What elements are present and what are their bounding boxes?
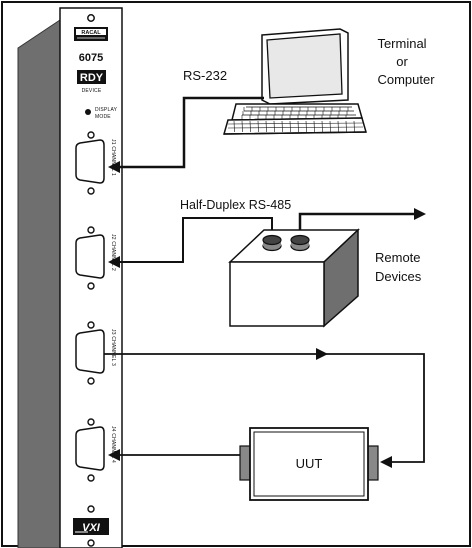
keyboard-row-line	[227, 122, 364, 125]
connector-screw-top	[87, 131, 95, 139]
keyboard-key-divider	[257, 120, 259, 133]
keyboard-key-divider	[297, 120, 299, 133]
keyboard-key-divider	[265, 120, 267, 133]
channel-connector-1[interactable]: J1 CHANNEL 1	[75, 131, 116, 195]
keyboard-key-divider	[337, 120, 339, 133]
channel-label: J2 CHANNEL 2	[110, 234, 116, 271]
ready-badge	[77, 70, 106, 84]
vxi-logo-text: VXI	[82, 522, 101, 534]
connector-screw-top	[87, 321, 95, 329]
db9-connector-body	[75, 234, 105, 279]
db9-connector-body	[75, 329, 105, 374]
channel-label: J1 CHANNEL 1	[110, 139, 116, 176]
keyboard-key-divider	[241, 120, 243, 133]
display-mode-label-1: DISPLAY	[95, 107, 118, 113]
bottom-screw-lower	[87, 539, 95, 547]
db9-connector-body	[75, 426, 105, 471]
channel-connector-4[interactable]: J4 CHANNEL 4	[75, 418, 116, 482]
keyboard-key-divider	[273, 120, 275, 133]
remote-device-box	[228, 228, 360, 328]
keyboard-key-divider	[329, 120, 331, 133]
channel-connector-2[interactable]: J2 CHANNEL 2	[75, 226, 116, 290]
model-number: 6075	[79, 52, 103, 64]
keyboard-key-divider	[313, 120, 315, 133]
top-screw	[87, 14, 95, 22]
connector-screw-bottom	[87, 282, 95, 290]
connector-screw-bottom	[87, 377, 95, 385]
keyboard-key-divider	[305, 120, 307, 133]
connector-screw-bottom	[87, 474, 95, 482]
uut-to-channel4-connection	[108, 449, 240, 461]
db9-connector-body	[75, 139, 105, 184]
display-mode-button[interactable]	[85, 109, 91, 115]
connector-screw-bottom	[87, 187, 95, 195]
uut-box	[239, 427, 379, 501]
keyboard-key-divider	[233, 120, 235, 133]
keyboard-row-line	[227, 126, 364, 129]
display-mode-label-2: MODE	[95, 114, 111, 120]
racal-logo: RACAL	[74, 27, 108, 41]
terminal-label-line1: Terminal	[377, 36, 426, 51]
keyboard-key-divider	[281, 120, 283, 133]
channel-connector-3[interactable]: J3 CHANNEL 3	[75, 321, 116, 385]
vxi-logo: VXI	[73, 518, 109, 535]
terminal-label-line2: or	[396, 54, 408, 69]
channel-label: J3 CHANNEL 3	[110, 329, 116, 366]
remote-label-line1: Remote	[375, 250, 421, 265]
terminal-label-line3: Computer	[377, 72, 435, 87]
module-side-panel	[17, 19, 61, 548]
ready-sub-text: DEVICE	[82, 88, 102, 94]
keyboard-key-divider	[249, 120, 251, 133]
ready-badge-text: RDY	[80, 72, 104, 84]
channel3-to-uut-connection	[104, 348, 425, 468]
connector-screw-top	[87, 418, 95, 426]
rs232-connection	[108, 96, 264, 173]
rs232-label: RS-232	[183, 68, 227, 83]
bottom-screw-upper	[87, 505, 95, 513]
computer-illustration	[223, 28, 367, 135]
rs485-label: Half-Duplex RS-485	[180, 198, 291, 212]
remote-label-line2: Devices	[375, 269, 422, 284]
brand-text: RACAL	[81, 30, 101, 36]
keyboard-key-divider	[321, 120, 323, 133]
channel-label: J4 CHANNEL 4	[110, 426, 116, 463]
uut-label: UUT	[296, 456, 323, 471]
keyboard-key-divider	[289, 120, 291, 133]
connector-screw-top	[87, 226, 95, 234]
